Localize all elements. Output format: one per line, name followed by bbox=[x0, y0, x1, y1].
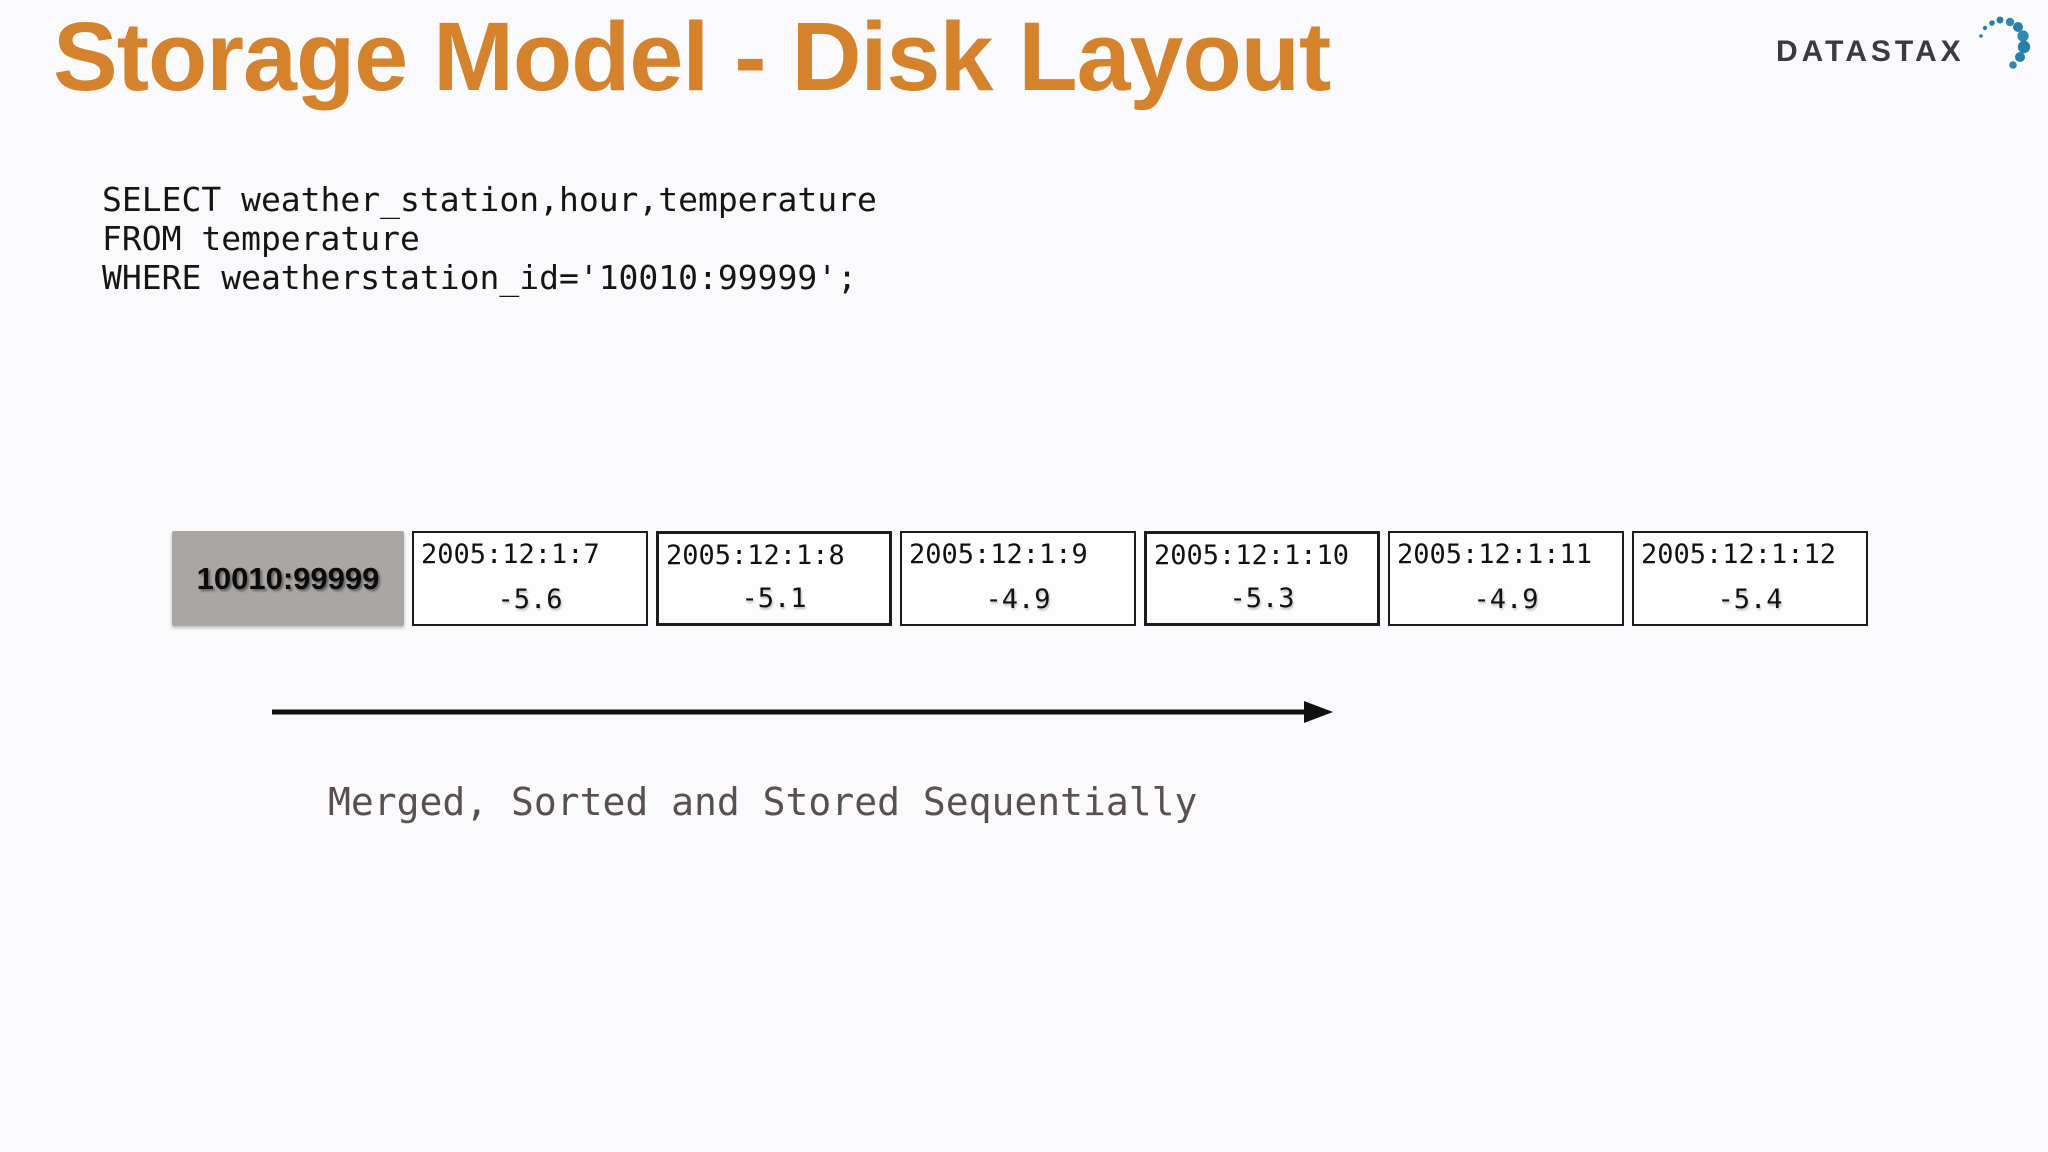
cell-temperature: -5.6 bbox=[497, 584, 563, 615]
cell-timestamp: 2005:12:1:7 bbox=[421, 539, 600, 570]
cell-temperature: -5.4 bbox=[1717, 584, 1783, 615]
datastax-logo-text: DATASTAX bbox=[1776, 35, 1965, 68]
disk-cell: 2005:12:1:9 -4.9 bbox=[900, 531, 1136, 626]
page-title: Storage Model - Disk Layout bbox=[53, 2, 1331, 111]
cell-temperature: -4.9 bbox=[1473, 584, 1539, 615]
cell-timestamp: 2005:12:1:11 bbox=[1397, 539, 1593, 570]
sql-line-select: SELECT weather_station,hour,temperature bbox=[102, 180, 877, 219]
disk-cell: 2005:12:1:11 -4.9 bbox=[1388, 531, 1624, 626]
disk-cell: 2005:12:1:10 -5.3 bbox=[1144, 531, 1380, 626]
cell-timestamp: 2005:12:1:12 bbox=[1641, 539, 1837, 570]
partition-key-label: 10010:99999 bbox=[196, 560, 380, 596]
cell-timestamp: 2005:12:1:10 bbox=[1154, 540, 1350, 571]
cell-temperature: -5.3 bbox=[1229, 583, 1295, 614]
cell-temperature: -5.1 bbox=[741, 583, 807, 614]
sql-line-where: WHERE weatherstation_id='10010:99999'; bbox=[102, 258, 857, 297]
cell-temperature: -4.9 bbox=[985, 584, 1051, 615]
disk-cell: 2005:12:1:8 -5.1 bbox=[656, 531, 892, 626]
cell-timestamp: 2005:12:1:8 bbox=[666, 540, 845, 571]
cell-timestamp: 2005:12:1:9 bbox=[909, 539, 1088, 570]
sequential-caption: Merged, Sorted and Stored Sequentially bbox=[328, 780, 1198, 824]
disk-layout-row: 10010:99999 2005:12:1:7 -5.6 2005:12:1:8… bbox=[172, 531, 1868, 626]
sql-line-from: FROM temperature bbox=[102, 219, 420, 258]
datastax-logo: DATASTAX bbox=[1776, 16, 2031, 76]
disk-cell: 2005:12:1:12 -5.4 bbox=[1632, 531, 1868, 626]
disk-cell: 2005:12:1:7 -5.6 bbox=[412, 531, 648, 626]
datastax-dot-swirl-icon bbox=[1979, 16, 2031, 69]
partition-key-box: 10010:99999 bbox=[172, 531, 404, 626]
sql-query-block: SELECT weather_station,hour,temperature … bbox=[102, 180, 877, 297]
sequence-arrow-icon bbox=[272, 701, 1333, 723]
